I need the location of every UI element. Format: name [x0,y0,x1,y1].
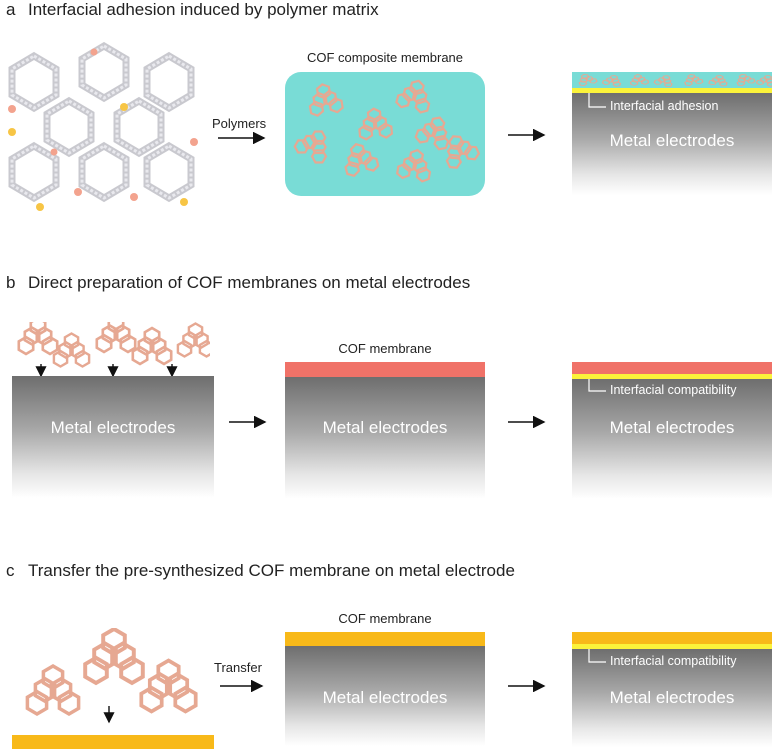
cof-membrane-c [285,632,485,646]
cof-membrane-free [12,735,214,749]
composite-layer-on-electrode [572,72,772,88]
electrode-label-c2: Metal electrodes [322,688,448,707]
arrow-c2 [508,680,546,692]
arrow-a1 [218,132,266,144]
cof-membrane-label-b: COF membrane [338,341,432,356]
panel-c-letter: c [6,561,15,580]
electrode-label-b1: Metal electrodes [50,418,176,437]
interface-label-b: Interfacial compatibility [610,383,737,397]
interface-layer-b [572,374,772,379]
cof-sheets-c [25,628,198,724]
polymers-label: Polymers [212,116,267,131]
panel-c-title: Transfer the pre-synthesized COF membran… [28,561,515,580]
panel-b-title: Direct preparation of COF membranes on m… [28,273,471,292]
arrow-b2 [508,416,546,428]
cof-membrane-b [285,362,485,377]
panel-a-letter: a [6,0,16,19]
panel-c-heading: c Transfer the pre-synthesized COF membra… [6,561,515,581]
cof-membrane-c3 [572,632,772,644]
electrode-label-a: Metal electrodes [609,131,735,150]
panel-b-heading: b Direct preparation of COF membranes on … [6,273,470,293]
cof-flakes-thin [574,72,772,88]
cof-flakes-b [17,322,210,378]
panel-b-letter: b [6,273,16,292]
metal-electrode-b1: Metal electrodes [12,376,214,498]
metal-electrode-c2: Metal electrodes [285,646,485,746]
interface-layer-a [572,88,772,93]
metal-electrode-b2: Metal electrodes [285,377,485,499]
cof-membrane-b3 [572,362,772,374]
arrow-b1 [229,416,267,428]
cof-flakes [291,75,482,184]
interface-label-a: Interfacial adhesion [610,99,719,113]
electrode-label-b3: Metal electrodes [609,418,735,437]
electrode-label-b2: Metal electrodes [322,418,448,437]
interface-label-c: Interfacial compatibility [610,654,737,668]
metal-electrode-b3: Interfacial compatibility Metal electrod… [572,379,772,499]
interface-layer-c [572,644,772,649]
arrow-c1 [220,680,264,692]
electrode-label-c3: Metal electrodes [609,688,735,707]
composite-membrane-label: COF composite membrane [306,50,464,65]
interface-pointer-b [588,379,606,392]
interface-pointer-a [588,93,606,108]
metal-electrode-a: Interfacial adhesion Metal electrodes [572,93,772,195]
cof-membrane-label-c: COF membrane [338,611,432,626]
metal-electrode-c3: Interfacial compatibility Metal electrod… [572,649,772,747]
cof-framework-illustration [8,42,198,211]
arrow-a2 [508,129,546,141]
panel-a-title: Interfacial adhesion induced by polymer … [28,0,379,19]
transfer-label: Transfer [214,660,262,675]
panel-a-heading: a Interfacial adhesion induced by polymer… [6,0,379,20]
composite-membrane [285,72,485,196]
interface-pointer-c [588,649,606,663]
